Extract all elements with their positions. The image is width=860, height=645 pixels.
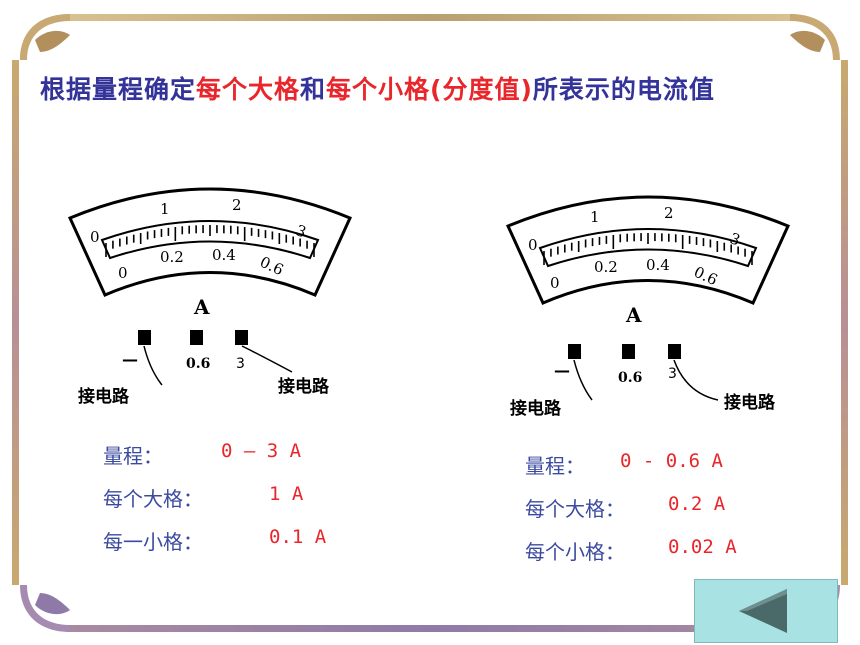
unit-label: A (193, 295, 210, 319)
range-row: 量程： 0 – 3 A (103, 440, 363, 483)
range-label: 量程： (103, 444, 163, 468)
minus-terminal-sign: — (554, 361, 570, 380)
terminal-label-0.6: 0.6 (618, 370, 642, 386)
upper-tick-2: 2 (664, 204, 674, 222)
lower-tick-0: 0 (550, 274, 560, 292)
slide-title: 根据量程确定每个大格和每个小格(分度值)所表示的电流值 (40, 70, 715, 106)
wire-label-left: 接电路 (78, 386, 130, 407)
lower-tick-2: 0.4 (646, 256, 670, 274)
range-value: 0 – 3 A (221, 440, 302, 462)
small-division-value: 0.02 A (668, 536, 737, 558)
wire-label-right: 接电路 (278, 376, 330, 397)
back-button[interactable] (694, 579, 838, 643)
big-division-row: 每个大格： 1 A (103, 483, 363, 526)
terminal-label-3: 3 (236, 356, 245, 372)
upper-tick-1: 1 (590, 208, 600, 226)
ammeter-right: 0 1 2 3 0 0.2 0.4 0.6 A — 0.6 3 接电路 接电路 (505, 195, 791, 419)
title-part-1: 根据量程确定 (40, 75, 197, 104)
unit-label: A (625, 303, 642, 327)
upper-tick-1: 1 (160, 200, 170, 218)
big-division-label: 每个大格： (103, 487, 203, 511)
info-left: 量程： 0 – 3 A 每个大格： 1 A 每一小格： 0.1 A (103, 440, 363, 569)
title-part-4: 每个小格(分度值) (326, 75, 533, 104)
upper-tick-2: 2 (232, 196, 242, 214)
upper-tick-0: 0 (90, 228, 100, 246)
terminal-label-3: 3 (668, 366, 677, 382)
big-division-value: 1 A (269, 483, 304, 505)
big-division-label: 每个大格： (525, 497, 625, 521)
lower-tick-0: 0 (118, 264, 128, 282)
title-part-2: 每个大格 (196, 75, 301, 104)
wire-label-right: 接电路 (724, 392, 776, 413)
lower-tick-1: 0.2 (160, 248, 184, 266)
ammeter-left: 0 1 2 3 0 0.2 0.4 0.6 A — 0.6 3 接电路 接电路 (67, 187, 353, 407)
info-right: 量程： 0 - 0.6 A 每个大格： 0.2 A 每个小格： 0.02 A (525, 450, 785, 579)
left-triangle-icon (739, 589, 787, 633)
small-division-row: 每一小格： 0.1 A (103, 526, 363, 569)
upper-tick-0: 0 (528, 236, 538, 254)
range-label: 量程： (525, 454, 585, 478)
title-part-5: 所表示的电流值 (532, 75, 715, 104)
small-division-label: 每个小格： (525, 540, 625, 564)
big-division-value: 0.2 A (668, 493, 726, 515)
small-division-row: 每个小格： 0.02 A (525, 536, 785, 579)
lower-tick-2: 0.4 (212, 246, 236, 264)
minus-terminal-sign: — (122, 350, 138, 369)
range-row: 量程： 0 - 0.6 A (525, 450, 785, 493)
lower-tick-1: 0.2 (594, 258, 618, 276)
title-part-3: 和 (300, 75, 327, 104)
wire-label-left: 接电路 (510, 398, 562, 419)
terminal-label-0.6: 0.6 (186, 356, 210, 372)
range-value: 0 - 0.6 A (620, 450, 723, 472)
small-division-label: 每一小格： (103, 530, 203, 554)
big-division-row: 每个大格： 0.2 A (525, 493, 785, 536)
small-division-value: 0.1 A (269, 526, 327, 548)
